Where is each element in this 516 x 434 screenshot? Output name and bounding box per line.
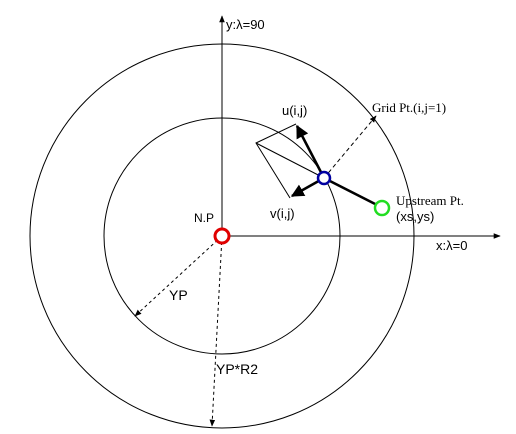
outer-radius-label: YP*R2 — [216, 361, 258, 377]
grid-point-marker — [316, 170, 332, 186]
y-axis-label: y:λ=90 — [226, 17, 265, 32]
inner-radius-line — [134, 235, 223, 317]
upstream-point-label: Upstream Pt. — [396, 193, 464, 208]
upstream-coords-label: (xs,ys) — [396, 209, 434, 224]
v-vector-label: v(i,j) — [270, 206, 295, 221]
diagonal-line — [255, 142, 325, 179]
grid-point-label: Grid Pt.(i,j=1) — [372, 100, 446, 115]
inner-radius-label: YP — [169, 287, 188, 303]
north-pole-marker — [213, 227, 231, 245]
grid-point-pointer — [323, 115, 377, 179]
outer-radius-line — [209, 235, 223, 427]
u-vector — [295, 124, 326, 179]
upstream-point-marker — [373, 199, 391, 217]
upstream-connector — [323, 176, 382, 209]
x-axis-label: x:λ=0 — [436, 238, 467, 253]
pole-label: N.P — [194, 211, 214, 225]
u-vector-label: u(i,j) — [282, 103, 307, 118]
